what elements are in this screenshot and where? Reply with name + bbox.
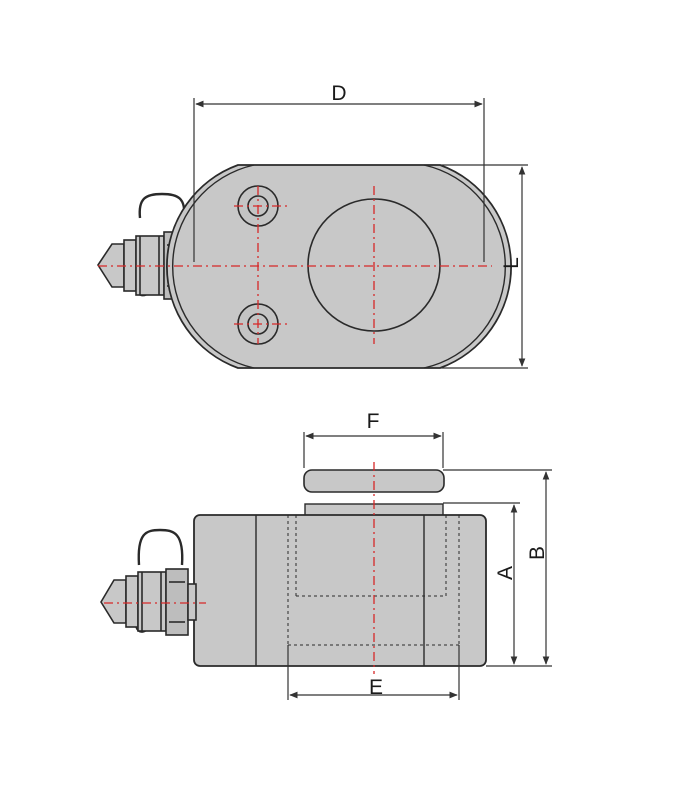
centerlines-top bbox=[98, 186, 492, 344]
top-view: D L bbox=[97, 82, 528, 369]
centerlines-side bbox=[104, 462, 375, 674]
dimension-label-e: E bbox=[369, 676, 383, 699]
hidden-lines bbox=[287, 515, 460, 666]
dimension-f bbox=[303, 432, 444, 468]
dimension-l bbox=[440, 164, 528, 369]
dimension-label-a: A bbox=[494, 566, 517, 580]
dimension-e bbox=[287, 645, 460, 700]
dimension-label-l: L bbox=[500, 257, 523, 269]
dimension-d bbox=[193, 98, 485, 262]
side-view: F A B E bbox=[100, 410, 552, 700]
dimension-label-b: B bbox=[526, 546, 549, 560]
coupler-side-view bbox=[100, 528, 197, 636]
dimension-a bbox=[443, 502, 520, 667]
dimension-b bbox=[443, 469, 552, 667]
cylinder-body-side bbox=[193, 514, 487, 667]
dimension-label-d: D bbox=[331, 82, 346, 105]
dimension-label-f: F bbox=[367, 410, 380, 433]
